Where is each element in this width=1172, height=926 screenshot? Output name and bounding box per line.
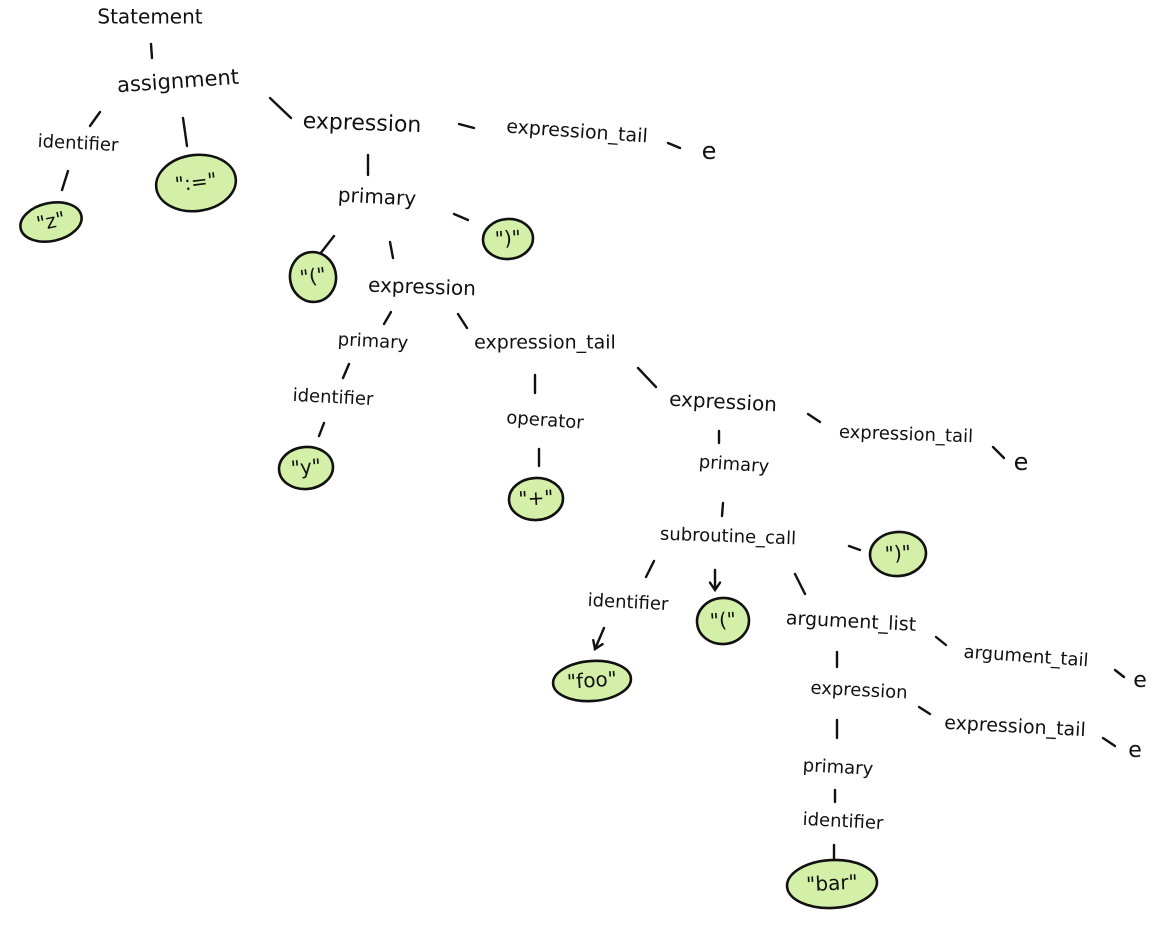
- tree-edge-primary1-lparen1: [318, 234, 336, 256]
- terminal-label: ")": [884, 540, 912, 566]
- terminal-node-y: "y": [277, 445, 335, 491]
- rule-node-exprtail4: expression_tail: [944, 712, 1087, 741]
- tree-edge-id3-foo: [593, 626, 606, 651]
- rule-node-statement: Statement: [97, 5, 202, 29]
- arrowhead-subcall-lparen2: [708, 581, 722, 593]
- tree-edge-subcall-id3: [644, 559, 656, 579]
- rule-node-expr2: expression: [368, 273, 477, 301]
- terminal-blob: [551, 659, 633, 703]
- tree-edge-expr2-exprtail2: [456, 312, 469, 330]
- tree-edge-assignment-assign_op: [181, 116, 189, 148]
- terminal-blob: [868, 530, 928, 578]
- nodes-layer: Statement assignment identifier "z" ":=" expr…: [19, 5, 1147, 910]
- rule-node-argtail: argument_tail: [963, 642, 1089, 672]
- arrowhead-id3-foo: [592, 638, 604, 651]
- tree-edge-assignment-id1: [88, 110, 102, 128]
- rule-node-expr1: expression: [302, 109, 421, 138]
- rule-node-e2: e: [1014, 448, 1029, 476]
- terminal-label: "(": [298, 262, 327, 289]
- rule-node-assignment: assignment: [116, 65, 240, 97]
- terminal-blob: [19, 201, 83, 243]
- terminal-blob: [695, 596, 751, 646]
- terminal-node-foo: "foo": [551, 659, 633, 703]
- tree-edge-argtail-e3: [1113, 668, 1126, 679]
- rule-node-exprtail3: expression_tail: [839, 422, 974, 448]
- rule-node-primary4: primary: [802, 755, 874, 780]
- rule-node-e3: e: [1133, 668, 1147, 693]
- terminal-node-bar: "bar": [785, 858, 879, 910]
- edges-layer: [60, 42, 1126, 860]
- terminal-node-lparen2: "(": [695, 596, 751, 646]
- rule-node-id4: identifier: [802, 809, 884, 834]
- tree-edge-exprtail3-e2: [991, 445, 1006, 460]
- rule-node-expr4: expression: [810, 677, 908, 703]
- tree-edge-exprtail2-expr3: [636, 366, 658, 389]
- terminal-node-lparen1: "(": [288, 250, 338, 304]
- tree-edge-subcall-rparen2: [847, 544, 862, 552]
- tree-edge-expr4-exprtail4: [917, 705, 932, 716]
- terminal-label: ":=": [174, 168, 219, 197]
- terminal-label: "(": [709, 607, 737, 633]
- rule-node-id1: identifier: [37, 131, 119, 156]
- terminal-blob: [507, 476, 565, 522]
- terminal-label: "+": [518, 485, 554, 511]
- terminal-node-plus: "+": [507, 476, 565, 522]
- tree-edge-exprtail1-e1: [666, 141, 682, 150]
- tree-edge-id2-y: [317, 421, 326, 438]
- rule-node-primary2: primary: [337, 329, 409, 354]
- tree-edge-exprtail4-e4: [1101, 736, 1117, 748]
- tree-edge-expr1-exprtail1: [457, 122, 476, 130]
- rule-node-e1: e: [702, 137, 717, 165]
- terminal-blob: [785, 858, 879, 910]
- rule-node-operator: operator: [506, 407, 585, 433]
- tree-edge-expr3-exprtail3: [806, 412, 822, 424]
- rule-node-primary3: primary: [698, 452, 770, 478]
- terminal-label: "z": [34, 206, 67, 235]
- terminal-node-rparen1: ")": [481, 217, 535, 261]
- terminal-blob: [154, 153, 238, 213]
- terminal-label: ")": [494, 225, 522, 251]
- rule-node-primary1: primary: [337, 182, 417, 210]
- terminal-label: "foo": [566, 666, 617, 693]
- tree-edge-primary2-id2: [341, 362, 351, 380]
- terminal-blob: [481, 217, 535, 261]
- tree-edge-expr2-primary2: [382, 310, 393, 326]
- tree-edge-statement-assignment: [149, 42, 154, 60]
- rule-node-expr3: expression: [669, 387, 778, 417]
- tree-edge-primary1-expr2: [388, 240, 395, 260]
- tree-edge-subcall-arglist: [793, 572, 807, 596]
- terminal-blob: [277, 445, 335, 491]
- rule-node-e4: e: [1128, 738, 1142, 763]
- rule-node-id2: identifier: [292, 385, 374, 410]
- terminal-label: "bar": [806, 870, 859, 897]
- tree-edge-assignment-expr1: [268, 96, 293, 120]
- tree-edge-primary1-rparen1: [452, 212, 470, 222]
- rule-node-arglist: argument_list: [785, 607, 916, 636]
- terminal-blob: [288, 250, 338, 304]
- rule-node-exprtail2: expression_tail: [474, 332, 616, 354]
- terminal-node-rparen2: ")": [868, 530, 928, 578]
- terminal-node-assign_op: ":=": [154, 153, 238, 213]
- rule-node-subcall: subroutine_call: [660, 524, 797, 550]
- terminal-node-z: "z": [19, 201, 83, 243]
- tree-edge-id1-z: [60, 169, 70, 192]
- terminal-label: "y": [290, 454, 322, 481]
- tree-edge-primary3-subcall: [720, 501, 725, 518]
- rule-node-id3: identifier: [587, 590, 669, 615]
- rule-node-exprtail1: expression_tail: [506, 116, 649, 148]
- tree-edge-arglist-argtail: [934, 635, 948, 647]
